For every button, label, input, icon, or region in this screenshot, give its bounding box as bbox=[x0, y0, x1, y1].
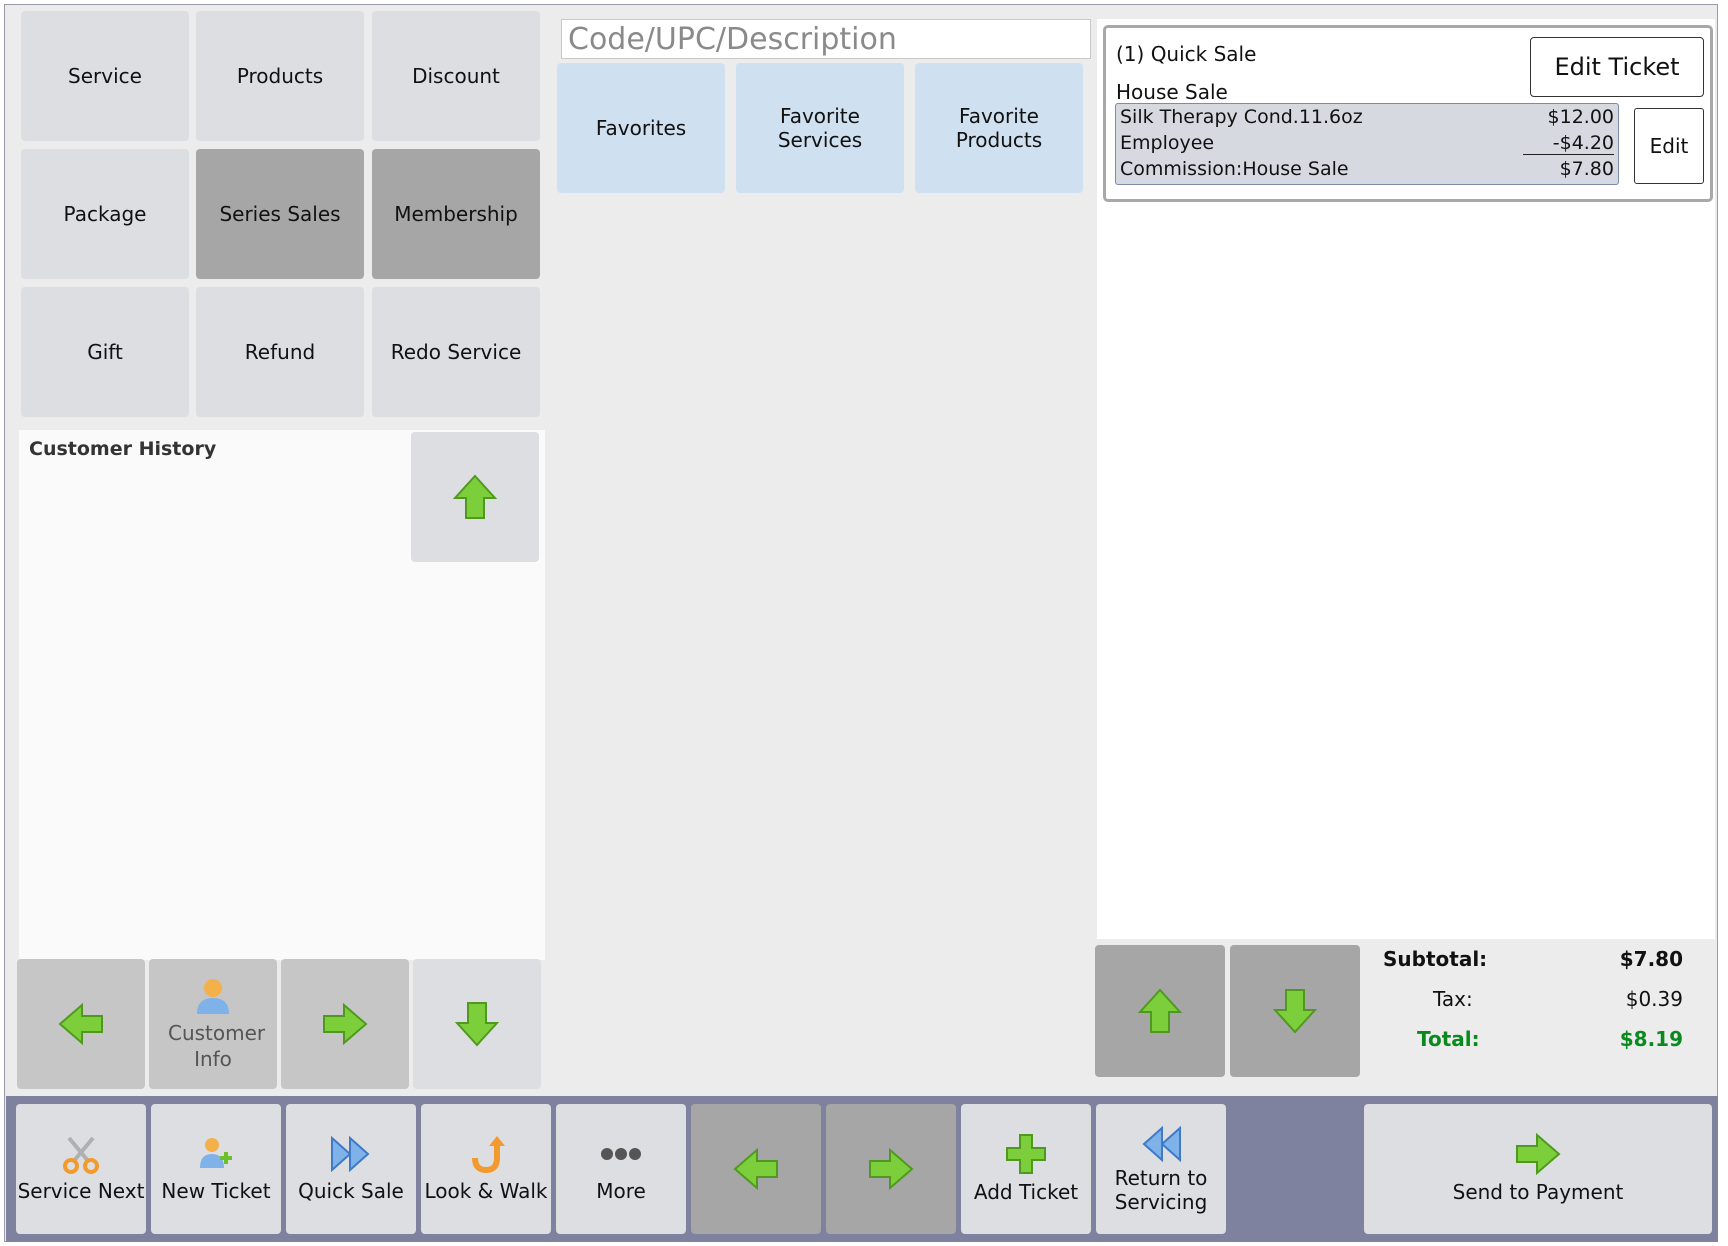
service-next-button[interactable]: Service Next bbox=[16, 1104, 146, 1234]
look-and-walk-button[interactable]: Look & Walk bbox=[421, 1104, 551, 1234]
series-sales-button[interactable]: Series Sales bbox=[196, 149, 364, 279]
arrow-right-icon bbox=[1516, 1133, 1561, 1175]
arrow-down-icon bbox=[455, 1002, 499, 1047]
arrow-down-icon bbox=[1273, 989, 1317, 1034]
ticket-card: (1) Quick Sale House Sale Edit Ticket Si… bbox=[1103, 25, 1713, 202]
arrow-up-icon bbox=[453, 474, 497, 519]
u-turn-icon bbox=[472, 1136, 505, 1174]
ticket-panel: (1) Quick Sale House Sale Edit Ticket Si… bbox=[1097, 19, 1715, 939]
plus-icon bbox=[1006, 1134, 1046, 1174]
line-item-price: $12.00 bbox=[1547, 106, 1614, 128]
service-button[interactable]: Service bbox=[21, 11, 189, 141]
history-scroll-down-button[interactable] bbox=[413, 959, 541, 1089]
products-button[interactable]: Products bbox=[196, 11, 364, 141]
gift-button[interactable]: Gift bbox=[21, 287, 189, 417]
line-item-commission: Commission:House Sale bbox=[1120, 158, 1349, 180]
scissors-icon bbox=[63, 1136, 99, 1174]
arrow-left-icon bbox=[58, 1003, 103, 1045]
tab-favorites[interactable]: Favorites bbox=[557, 63, 725, 193]
customer-prev-button[interactable] bbox=[17, 959, 145, 1089]
ticket-scroll-down-button[interactable] bbox=[1230, 945, 1360, 1077]
quick-sale-button[interactable]: Quick Sale bbox=[286, 1104, 416, 1234]
total-label: Total: bbox=[1417, 1027, 1480, 1051]
line-item-discount-label: Employee bbox=[1120, 132, 1215, 154]
ticket-prev-button[interactable] bbox=[691, 1104, 821, 1234]
arrow-up-icon bbox=[1138, 988, 1182, 1033]
redo-service-button[interactable]: Redo Service bbox=[372, 287, 540, 417]
line-item-net: $7.80 bbox=[1559, 158, 1614, 180]
tab-favorite-services[interactable]: Favorite Services bbox=[736, 63, 904, 193]
new-ticket-icon bbox=[200, 1138, 232, 1168]
history-scroll-up-button[interactable] bbox=[411, 432, 539, 562]
more-icon bbox=[601, 1148, 641, 1160]
line-item-name: Silk Therapy Cond.11.6oz bbox=[1120, 106, 1363, 128]
app-window: Service Products Discount Package Series… bbox=[4, 4, 1718, 1242]
ticket-subtitle: House Sale bbox=[1116, 80, 1228, 104]
tax-label: Tax: bbox=[1433, 987, 1473, 1011]
line-item-discount-value: -$4.20 bbox=[1522, 132, 1614, 155]
discount-button[interactable]: Discount bbox=[372, 11, 540, 141]
fast-forward-icon bbox=[331, 1135, 370, 1173]
customer-next-button[interactable] bbox=[281, 959, 409, 1089]
search-input[interactable] bbox=[561, 19, 1091, 59]
rewind-icon bbox=[1142, 1125, 1181, 1163]
membership-button[interactable]: Membership bbox=[372, 149, 540, 279]
more-button[interactable]: More bbox=[556, 1104, 686, 1234]
arrow-right-icon bbox=[323, 1003, 368, 1045]
ticket-scroll-up-button[interactable] bbox=[1095, 945, 1225, 1077]
new-ticket-button[interactable]: New Ticket bbox=[151, 1104, 281, 1234]
bottom-toolbar: Service Next New Ticket Quick Sale Look … bbox=[6, 1096, 1718, 1242]
arrow-left-icon bbox=[733, 1148, 778, 1190]
ticket-title: (1) Quick Sale bbox=[1116, 42, 1257, 66]
ticket-line-item[interactable]: Silk Therapy Cond.11.6oz $12.00 Employee… bbox=[1115, 103, 1619, 185]
edit-line-button[interactable]: Edit bbox=[1634, 108, 1704, 184]
add-ticket-button[interactable]: Add Ticket bbox=[961, 1104, 1091, 1234]
edit-ticket-button[interactable]: Edit Ticket bbox=[1530, 37, 1704, 97]
tax-value: $0.39 bbox=[1625, 987, 1683, 1011]
tab-favorite-products[interactable]: Favorite Products bbox=[915, 63, 1083, 193]
package-button[interactable]: Package bbox=[21, 149, 189, 279]
customer-history-title: Customer History bbox=[29, 438, 217, 460]
refund-button[interactable]: Refund bbox=[196, 287, 364, 417]
arrow-right-icon bbox=[869, 1148, 914, 1190]
person-icon bbox=[197, 979, 229, 1014]
send-to-payment-button[interactable]: Send to Payment bbox=[1364, 1104, 1712, 1234]
subtotal-value: $7.80 bbox=[1619, 947, 1683, 971]
ticket-next-button[interactable] bbox=[826, 1104, 956, 1234]
return-to-servicing-button[interactable]: Return to Servicing bbox=[1096, 1104, 1226, 1234]
customer-info-button[interactable]: Customer Info bbox=[149, 959, 277, 1089]
subtotal-label: Subtotal: bbox=[1383, 947, 1488, 971]
total-value: $8.19 bbox=[1619, 1027, 1683, 1051]
